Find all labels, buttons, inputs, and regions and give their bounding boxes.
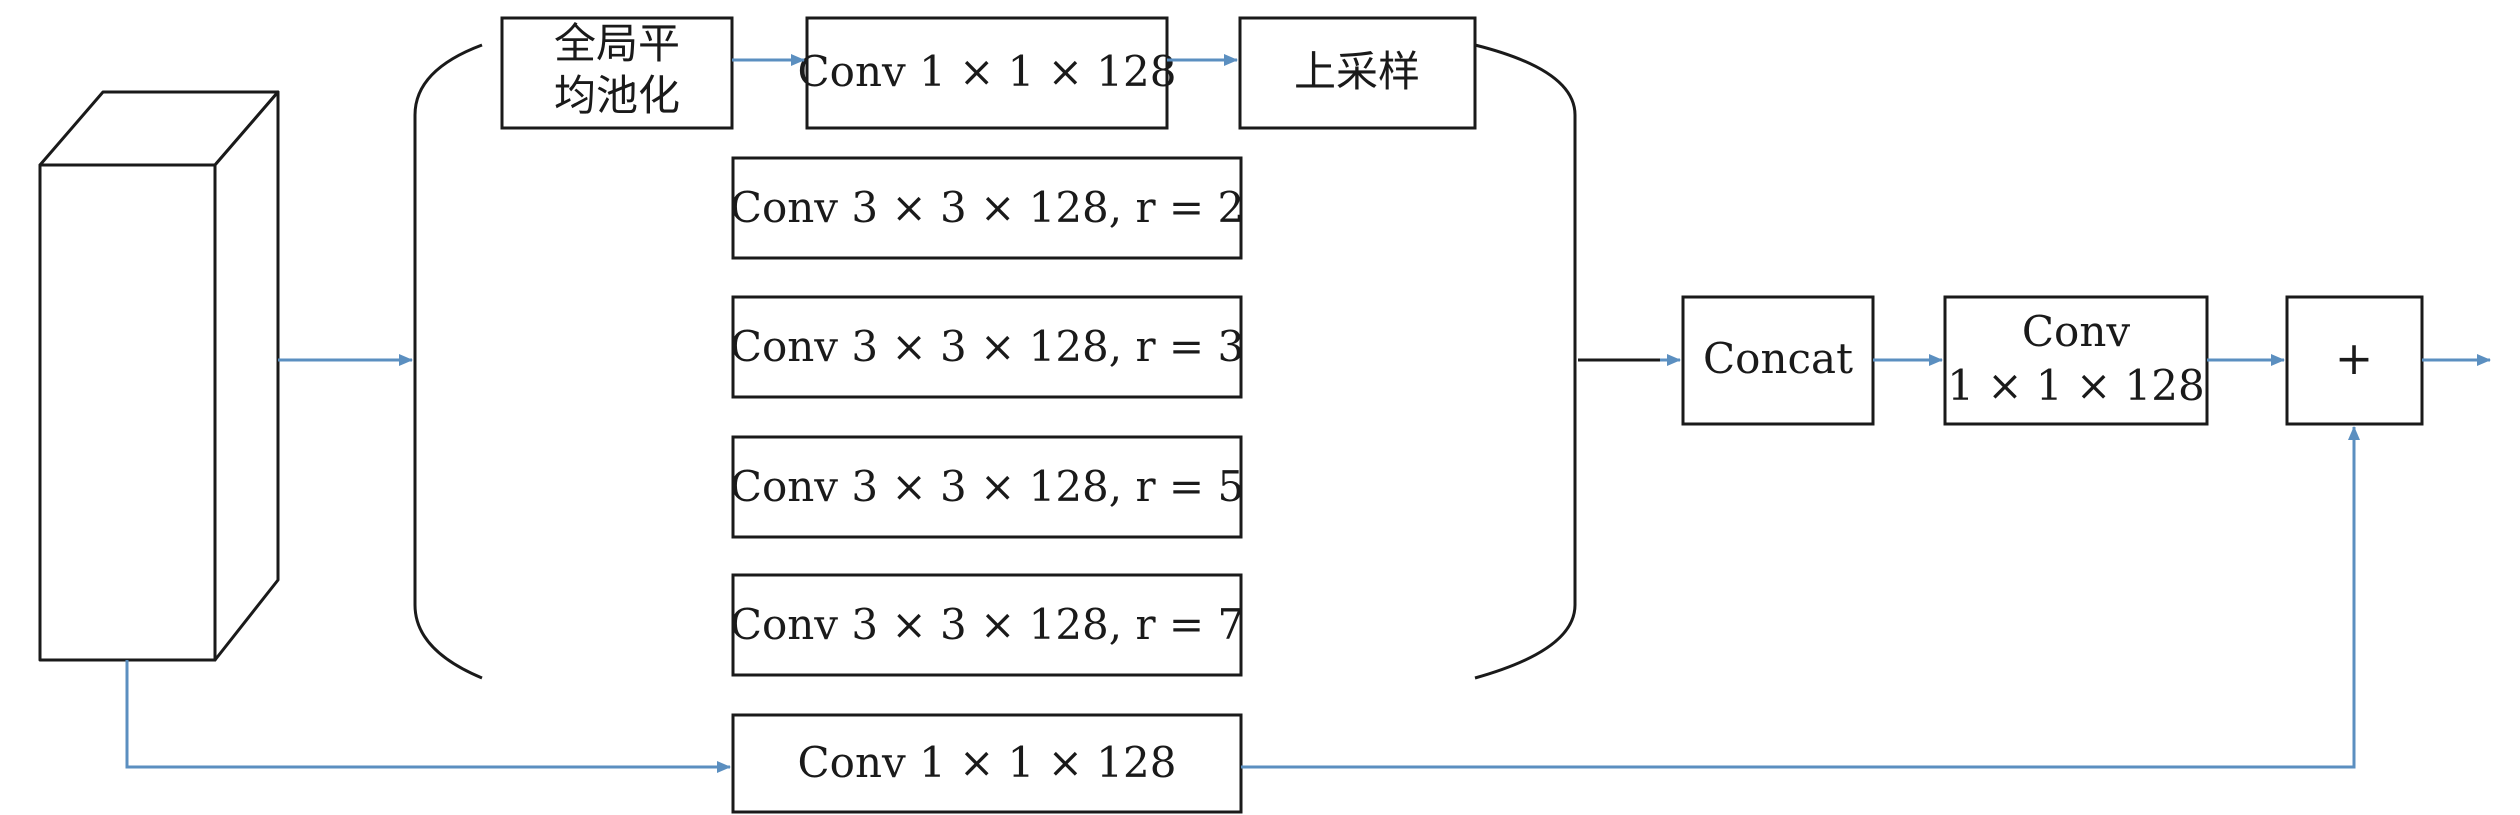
arrow-input-to-shortcut — [125, 660, 731, 773]
add-label: + — [2335, 331, 2374, 385]
upsample-node: 上采样 — [1238, 16, 1477, 130]
atrous-conv-r7-label: Conv 3 × 3 × 128, r = 7 — [730, 600, 1244, 649]
atrous-conv-r3-node: Conv 3 × 3 × 128, r = 3 — [730, 295, 1244, 399]
upsample-label: 上采样 — [1294, 47, 1420, 96]
concat-node: Concat — [1681, 295, 1875, 426]
input-feature-map — [38, 90, 280, 662]
left-bracket — [413, 43, 483, 680]
conv-pool-label: Conv 1 × 1 × 128 — [798, 47, 1177, 96]
fuse-conv-label-line1: Conv — [2022, 307, 2130, 356]
feature-map-front-face — [38, 163, 217, 662]
atrous-conv-r5-label: Conv 3 × 3 × 128, r = 5 — [730, 462, 1244, 511]
shortcut-conv-label: Conv 1 × 1 × 128 — [798, 738, 1177, 787]
atrous-conv-r7-node: Conv 3 × 3 × 128, r = 7 — [730, 573, 1244, 677]
gap-label-line2: 均池化 — [554, 71, 680, 120]
atrous-conv-r2-node: Conv 3 × 3 × 128, r = 2 — [730, 156, 1244, 260]
arrow-shortcut-to-add — [1241, 426, 2360, 769]
shortcut-conv-node: Conv 1 × 1 × 128 — [731, 713, 1243, 814]
fuse-conv-label-line2: 1 × 1 × 128 — [1947, 361, 2204, 410]
gap-label-line1: 全局平 — [554, 19, 680, 68]
fuse-conv-node: Conv 1 × 1 × 128 — [1943, 295, 2209, 426]
conv-pool-node: Conv 1 × 1 × 128 — [798, 16, 1177, 130]
gap-node: 全局平 均池化 — [500, 16, 734, 130]
concat-label: Concat — [1703, 334, 1853, 383]
right-bracket — [1474, 43, 1577, 680]
feature-map-side-face — [213, 90, 280, 662]
add-node: + — [2285, 295, 2424, 426]
atrous-conv-r5-node: Conv 3 × 3 × 128, r = 5 — [730, 435, 1244, 539]
atrous-conv-r3-label: Conv 3 × 3 × 128, r = 3 — [730, 322, 1244, 371]
atrous-conv-r2-label: Conv 3 × 3 × 128, r = 2 — [730, 183, 1244, 232]
